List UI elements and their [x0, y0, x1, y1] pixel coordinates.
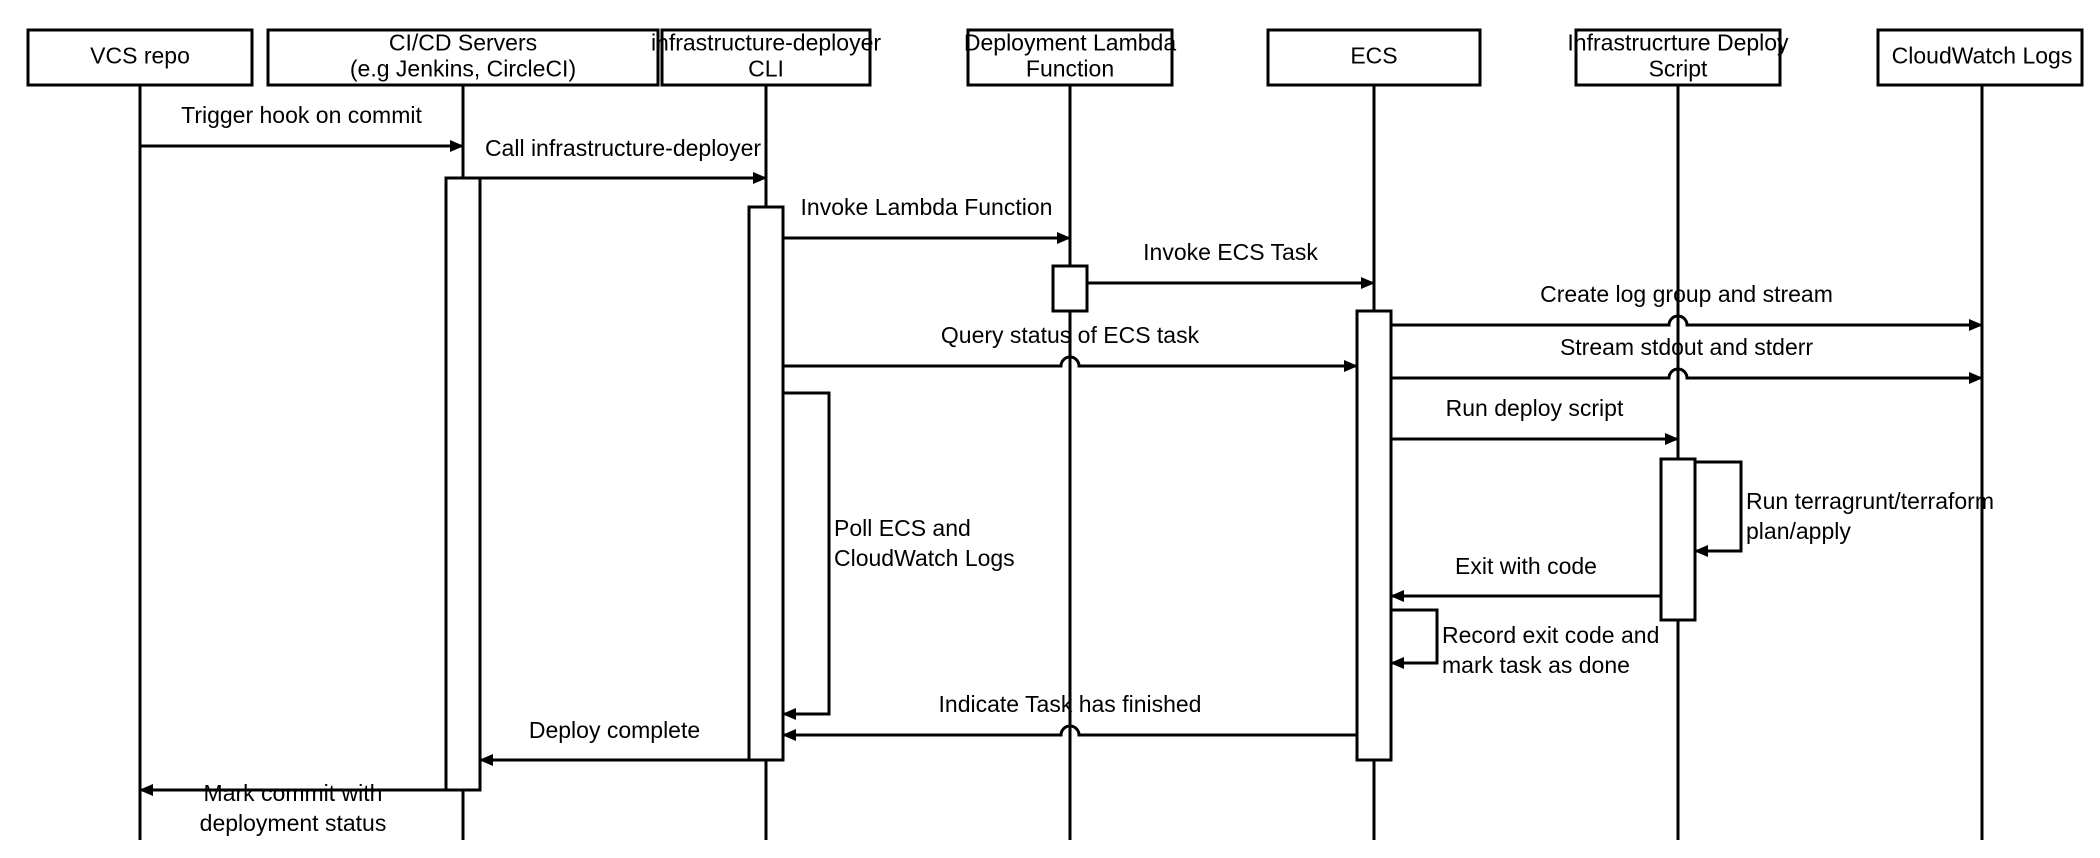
participant-label-cwlogs: CloudWatch Logs — [1892, 43, 2073, 69]
self-message-arrow-s1 — [782, 391, 831, 720]
participant-label-lambda: Function — [1026, 56, 1114, 82]
participant-label-vcs: VCS repo — [90, 43, 190, 69]
participant-box-ecs[interactable] — [1266, 28, 1482, 87]
message-label-m5: Create log group and stream — [1540, 281, 1833, 307]
message-arrow-m5 — [1391, 314, 1983, 331]
participant-cicd[interactable]: CI/CD Servers(e.g Jenkins, CircleCI) — [266, 28, 660, 87]
participant-label-cli: CLI — [748, 56, 784, 82]
messages-layer — [139, 140, 1983, 796]
activation-bar-ecs — [1355, 309, 1393, 762]
message-label-m3: Invoke Lambda Function — [801, 194, 1053, 220]
message-label-m2: Call infrastructure-deployer — [485, 135, 761, 161]
message-label-m11: Deploy complete — [529, 717, 700, 743]
message-arrow-m6 — [783, 355, 1358, 372]
participant-label-deployer: Script — [1649, 56, 1708, 82]
participant-label-ecs: ECS — [1350, 43, 1397, 69]
participant-box-cwlogs[interactable] — [1876, 28, 2084, 87]
participant-label-cicd: CI/CD Servers — [389, 30, 537, 56]
self-message-label-s3: Record exit code and — [1442, 622, 1659, 648]
participant-box-cicd[interactable] — [266, 28, 660, 87]
self-message-arrow-s3 — [1390, 608, 1439, 669]
self-message-arrow-s2 — [1694, 460, 1743, 557]
activation-bar-deployer — [1659, 457, 1697, 622]
participant-label-cli: infrastructure-deployer — [651, 30, 881, 56]
participant-label-lambda: Deployment Lambda — [964, 30, 1176, 56]
message-arrow-m10 — [782, 724, 1357, 741]
participant-box-vcs[interactable] — [26, 28, 254, 87]
participant-vcs[interactable]: VCS repo — [26, 28, 254, 87]
self-message-label-s2: plan/apply — [1746, 518, 1851, 544]
message-label-m4: Invoke ECS Task — [1143, 239, 1318, 265]
message-label-m8: Run deploy script — [1446, 395, 1624, 421]
message-label-m7: Stream stdout and stderr — [1560, 334, 1813, 360]
self-message-label-s1: CloudWatch Logs — [834, 545, 1015, 571]
message-arrow-m7 — [1391, 367, 1983, 384]
participant-label-deployer: Infrastrucrture Deploy — [1567, 30, 1789, 56]
participants-layer: VCS repo CI/CD Servers(e.g Jenkins, Circl… — [26, 28, 2084, 87]
participant-box-cli[interactable] — [660, 28, 872, 87]
activation-bar-cli — [747, 205, 785, 762]
self-message-label-s3: mark task as done — [1442, 652, 1630, 678]
participant-cwlogs[interactable]: CloudWatch Logs — [1876, 28, 2084, 87]
activation-bar-lambda — [1051, 264, 1089, 313]
message-label-m12: Mark commit with — [204, 780, 383, 806]
participant-label-cicd: (e.g Jenkins, CircleCI) — [350, 56, 576, 82]
self-message-label-s2: Run terragrunt/terraform — [1746, 488, 1994, 514]
participant-ecs[interactable]: ECS — [1266, 28, 1482, 87]
activations-layer — [444, 176, 1697, 792]
message-label-m12: deployment status — [200, 810, 387, 836]
activation-bar-cicd — [444, 176, 482, 792]
message-label-m6: Query status of ECS task — [941, 322, 1200, 348]
self-message-label-s1: Poll ECS and — [834, 515, 971, 541]
participant-box-deployer[interactable] — [1574, 28, 1782, 87]
message-label-m9: Exit with code — [1455, 553, 1597, 579]
message-label-m1: Trigger hook on commit — [181, 102, 422, 128]
participant-box-lambda[interactable] — [966, 28, 1174, 87]
message-label-m10: Indicate Task has finished — [939, 691, 1202, 717]
